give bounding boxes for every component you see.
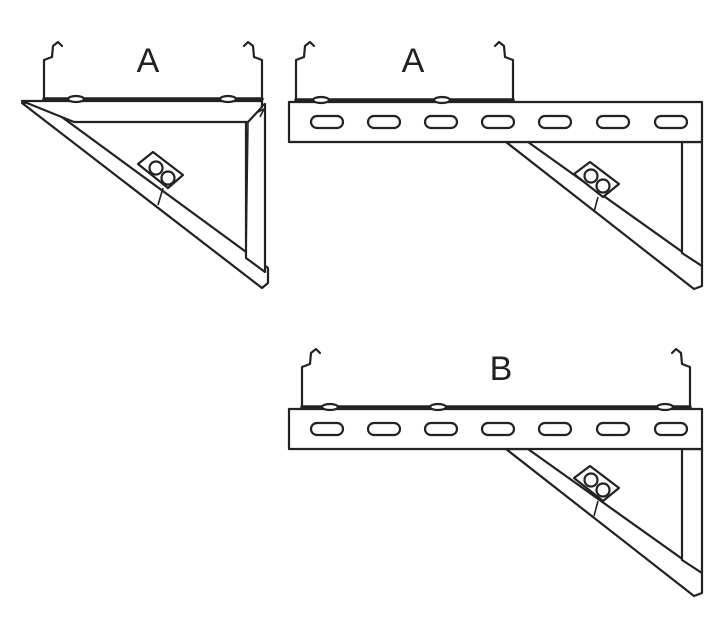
cable-tray-a-right xyxy=(294,40,515,105)
diagonal-brace xyxy=(504,140,704,291)
inner-edge xyxy=(245,121,249,259)
bolt-clamp xyxy=(572,160,621,213)
label-b: B xyxy=(490,350,513,388)
bracket-b-slotted: B xyxy=(287,347,704,598)
arm-slots xyxy=(309,421,689,437)
vertical-upright xyxy=(244,102,267,274)
bracket-a-slotted: A xyxy=(287,40,704,291)
bracket-a-triangular: A xyxy=(20,40,270,290)
slotted-arm xyxy=(287,100,704,144)
vertical-upright xyxy=(680,447,704,575)
corner-notch xyxy=(257,107,266,118)
label-a-left: A xyxy=(137,42,160,80)
label-a-right: A xyxy=(402,42,425,80)
bolt-clamp xyxy=(572,464,621,517)
vertical-upright xyxy=(680,140,704,268)
slotted-arm xyxy=(287,407,704,451)
cable-tray-b xyxy=(300,347,692,412)
diagonal-brace xyxy=(504,447,704,598)
arm-slots xyxy=(309,114,689,130)
cable-tray-a-left xyxy=(42,40,264,104)
bolt-clamp xyxy=(136,150,185,206)
diagonal-brace xyxy=(20,99,270,290)
